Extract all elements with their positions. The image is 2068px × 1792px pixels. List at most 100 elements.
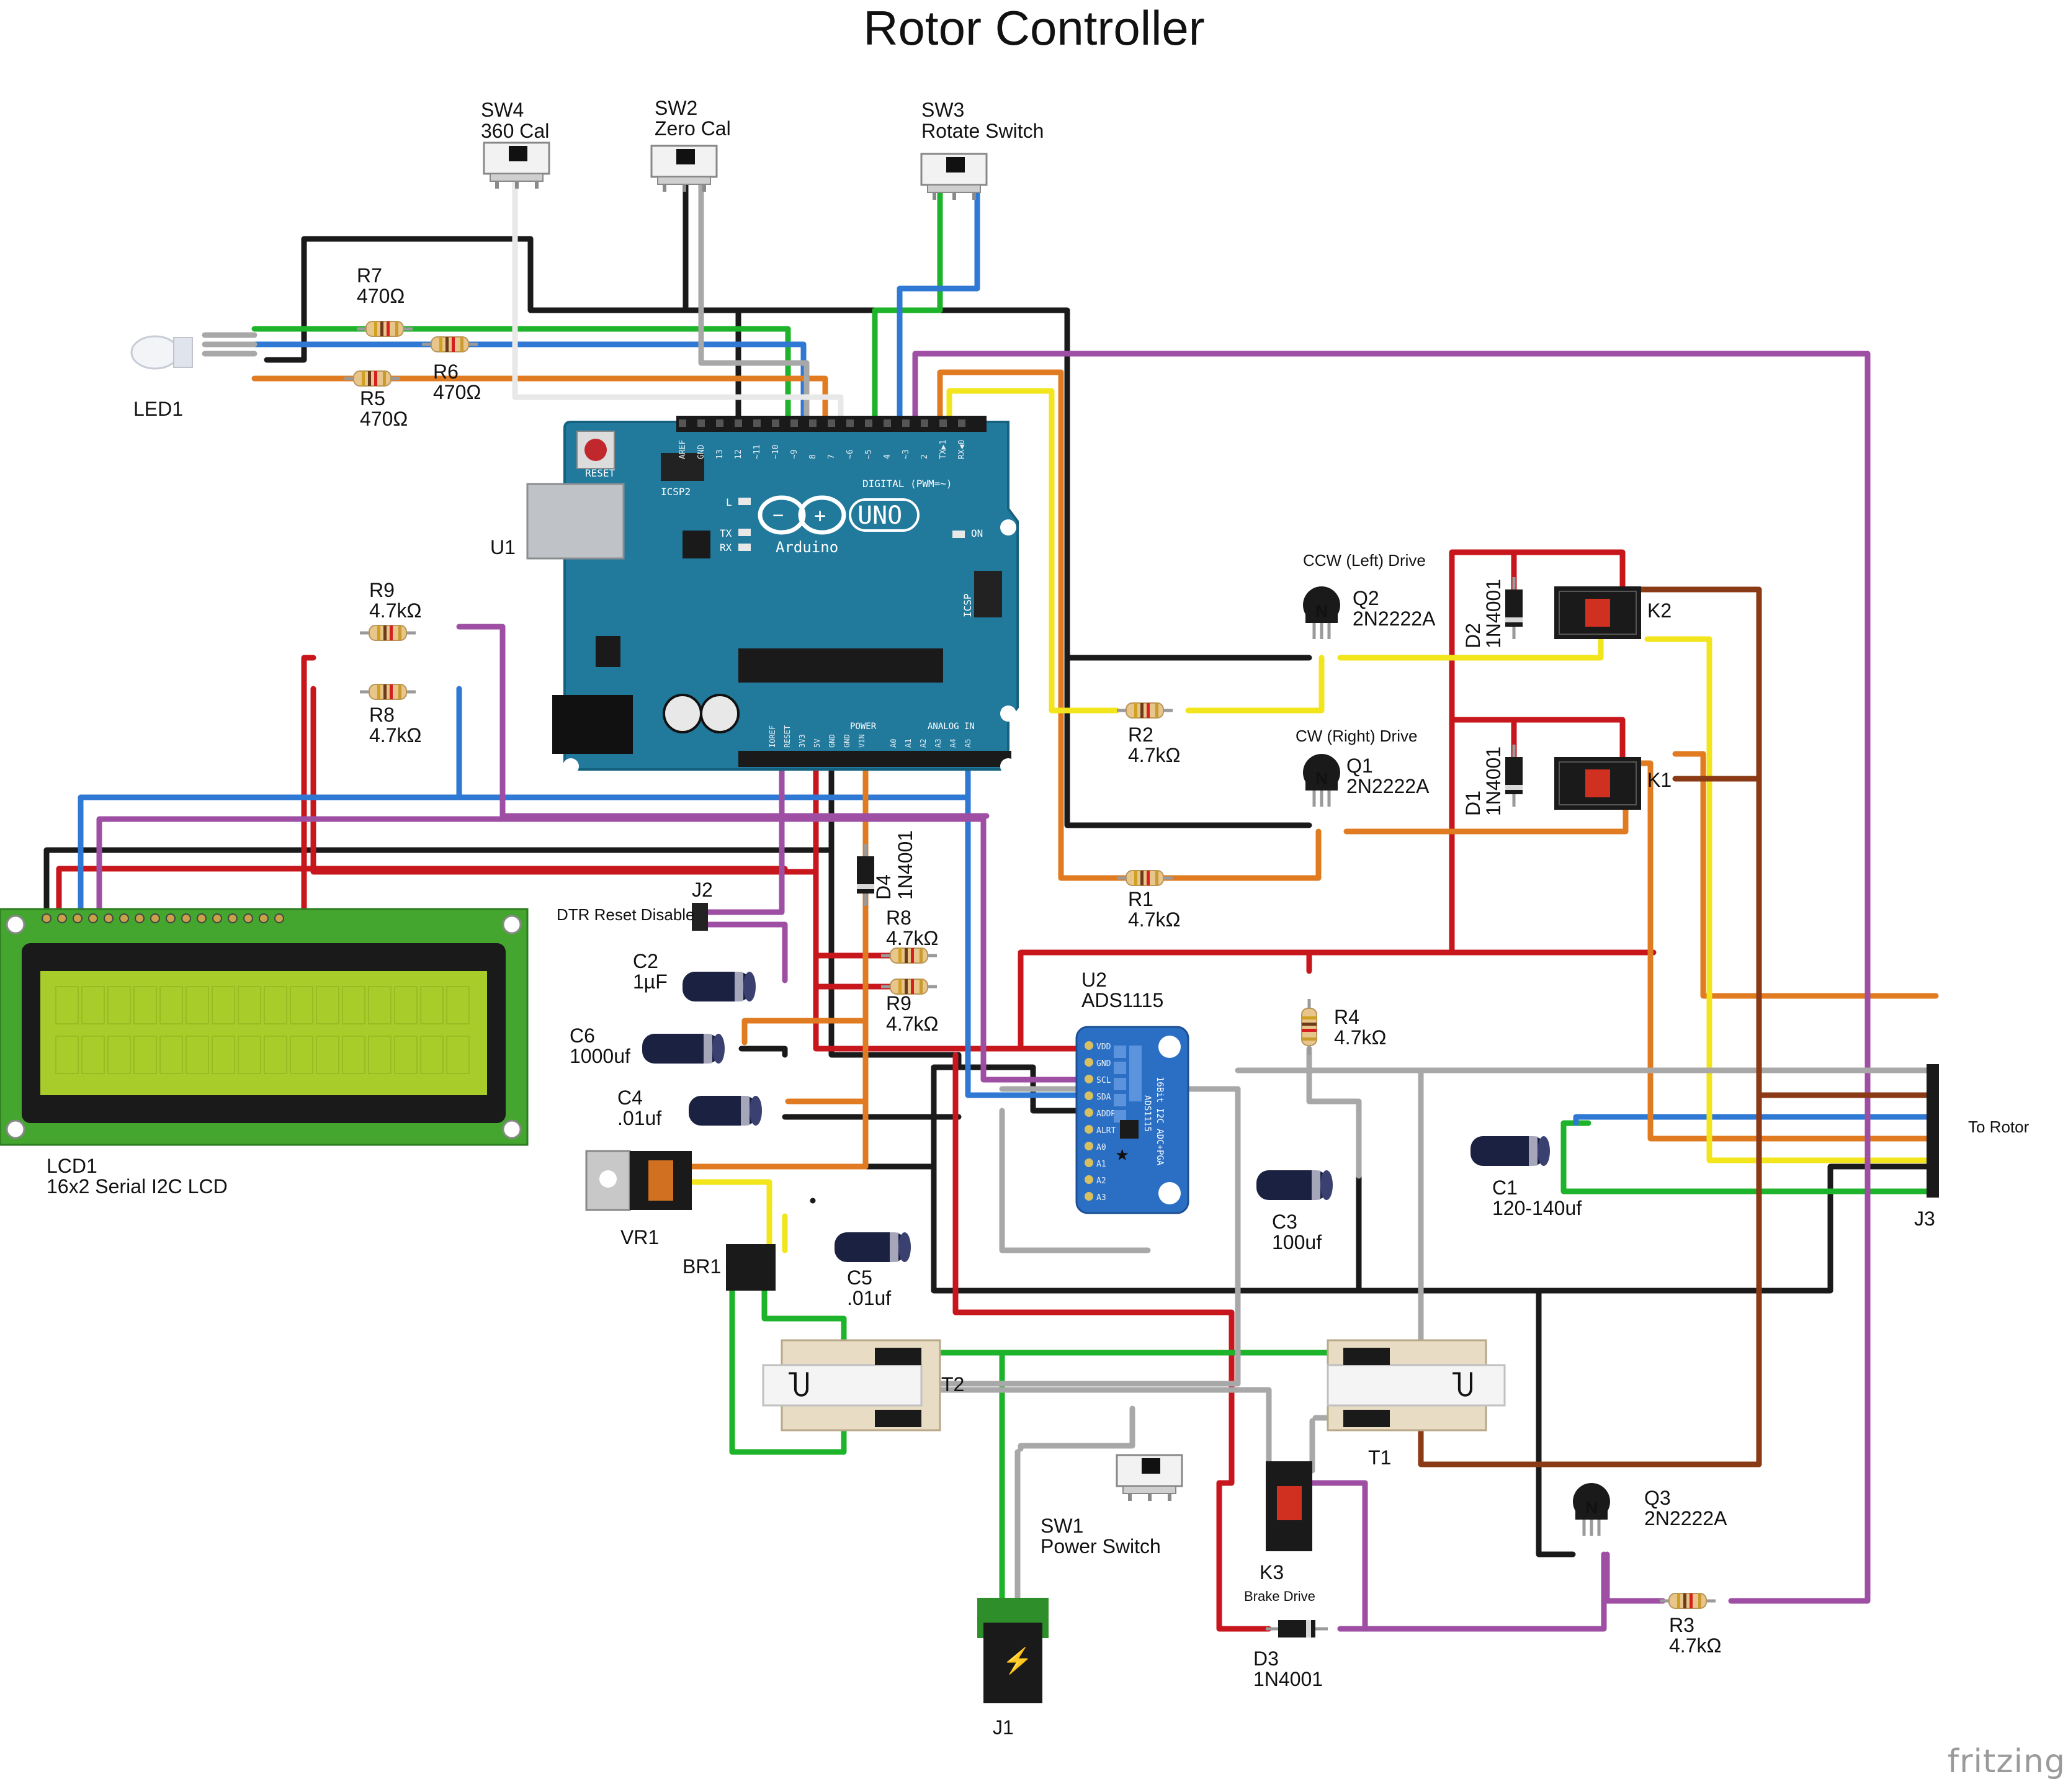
wire-blue-lcd-sda	[78, 794, 971, 921]
label-q3-part: 2N2222A	[1644, 1507, 1727, 1530]
mount-hole	[1000, 706, 1016, 722]
digital-pin-label: ~9	[790, 449, 799, 459]
sw3-rotate-switch-pin	[952, 192, 956, 200]
wire-orange-c6	[741, 952, 869, 1046]
capacitor-c4	[689, 1096, 762, 1126]
resistor-r5-band	[362, 371, 365, 386]
lcd-char-cell	[316, 986, 339, 1024]
led1-body	[130, 335, 180, 370]
regulator	[596, 636, 620, 667]
resistor-r9-mid-band	[920, 979, 923, 994]
resistor-r8-mid-band	[920, 948, 923, 963]
capacitor-c1	[1470, 1136, 1550, 1166]
resistor-r8-mid-band	[911, 948, 914, 963]
power-label: POWER	[850, 722, 877, 732]
wire-yellow-r2	[946, 388, 1120, 714]
label-r8a-value: 4.7kΩ	[369, 724, 421, 746]
wire-purple-k3	[1306, 1480, 1368, 1632]
label-r8b-value: 4.7kΩ	[886, 927, 938, 949]
resistor-r7-band	[374, 321, 377, 336]
label-sw1-name: Power Switch	[1041, 1535, 1161, 1557]
label-q2-ref: Q2	[1353, 587, 1379, 609]
digital-pin	[809, 419, 817, 427]
ads-pin	[1085, 1192, 1093, 1201]
sw4-360-cal-switch-knob	[509, 146, 527, 161]
wire-black-led-cathode	[264, 236, 534, 363]
lcd-pin	[104, 913, 114, 923]
uno-text: UNO	[857, 501, 902, 530]
ads-pin-label: GND	[1096, 1059, 1111, 1068]
label-lcd1-ref: LCD1	[47, 1155, 97, 1177]
label-r6-value: 470Ω	[433, 381, 481, 403]
wire-yellow-r2q2	[1185, 655, 1325, 714]
resistor-r6-band	[439, 337, 442, 352]
resistor-r4-band	[1302, 1037, 1317, 1041]
digital-pin-label: GND	[697, 444, 706, 459]
label-lcd1-name: 16x2 Serial I2C LCD	[47, 1175, 228, 1198]
resistor-r2-band	[1134, 703, 1137, 718]
lcd-char-cell	[55, 1036, 79, 1074]
label-t2-ref: T2	[941, 1373, 964, 1396]
capacitor-c5-stripe	[890, 1232, 898, 1262]
ads-smd	[1129, 1046, 1142, 1101]
label-q3-ref: Q3	[1644, 1487, 1671, 1509]
wire-red-vdd-bus	[1018, 949, 1657, 1052]
label-r9b-value: 4.7kΩ	[886, 1013, 938, 1035]
label-d4-part: 1N4001	[894, 830, 916, 900]
resistor-r2-band	[1147, 703, 1150, 718]
resistor-r8-top-band	[398, 684, 401, 699]
relay-k1	[1554, 757, 1641, 810]
lcd-char-cell	[420, 1036, 444, 1074]
uno-badge	[849, 498, 920, 532]
lcd-char-cell	[368, 1036, 392, 1074]
label-r5-value: 470Ω	[360, 408, 408, 430]
label-r2-value: 4.7kΩ	[1128, 744, 1180, 766]
label-r5-ref: R5	[360, 387, 385, 410]
lcd-pin	[197, 913, 207, 923]
label-k3-ref: K3	[1260, 1561, 1284, 1584]
label-r7-value: 470Ω	[357, 285, 405, 307]
sw2-zero-cal-switch-pin	[702, 184, 706, 192]
digital-pin-label: TX▶1	[939, 440, 948, 459]
label-u2-ref: U2	[1081, 969, 1107, 991]
label-led1-ref: LED1	[133, 398, 183, 420]
digital-pin	[735, 419, 742, 427]
lcd1-16x2	[0, 908, 529, 1146]
capacitor-c1-stripe	[1529, 1136, 1538, 1166]
icsp-header	[974, 571, 1002, 617]
lcd-pin	[243, 913, 253, 923]
label-u2-name: ADS1115	[1081, 989, 1163, 1011]
wire-orange-r1	[937, 369, 1322, 881]
ads-pin-label: ALRT	[1096, 1126, 1116, 1136]
wire-black-gnd-link	[931, 1064, 962, 1170]
transformer-t1: Ⴎ	[1327, 1339, 1506, 1431]
wire-black-q3-emitter	[1536, 1288, 1576, 1557]
transformer-t2-mark: Ⴎ	[788, 1370, 810, 1402]
digital-pin	[884, 419, 891, 427]
led-l	[738, 498, 751, 505]
logo-right-ring	[798, 495, 846, 535]
label-c4-value: .01uf	[617, 1107, 661, 1129]
label-sw4-name: 360 Cal	[481, 120, 549, 142]
note-k3: Brake Drive	[1244, 1588, 1315, 1604]
ads-pin	[1085, 1058, 1093, 1067]
led-on	[952, 531, 965, 538]
wire-blue-sw3	[897, 189, 980, 441]
label-c3-ref: C3	[1272, 1211, 1297, 1233]
digital-pin-label: RX◀0	[957, 440, 967, 459]
resistor-r4-band	[1302, 1029, 1317, 1032]
lcd-char-cell	[159, 1036, 183, 1074]
label-c4-ref: C4	[617, 1086, 643, 1109]
label-c1-value: 120-140uf	[1492, 1197, 1582, 1219]
resistor-r1-band	[1155, 871, 1158, 885]
label-d3-part: 1N4001	[1253, 1668, 1323, 1690]
led-l-label: L	[726, 496, 732, 508]
lcd-pin	[228, 913, 238, 923]
sw1-power-switch	[1116, 1454, 1183, 1501]
transistor-q3-mark: N	[1585, 1498, 1598, 1517]
digital-pin-label: 13	[715, 449, 725, 459]
sw1-power-switch-pin	[1148, 1494, 1152, 1501]
ads-pin	[1085, 1142, 1093, 1150]
wire-green-sw3	[872, 189, 943, 441]
digital-pin-label: ~10	[771, 445, 781, 459]
